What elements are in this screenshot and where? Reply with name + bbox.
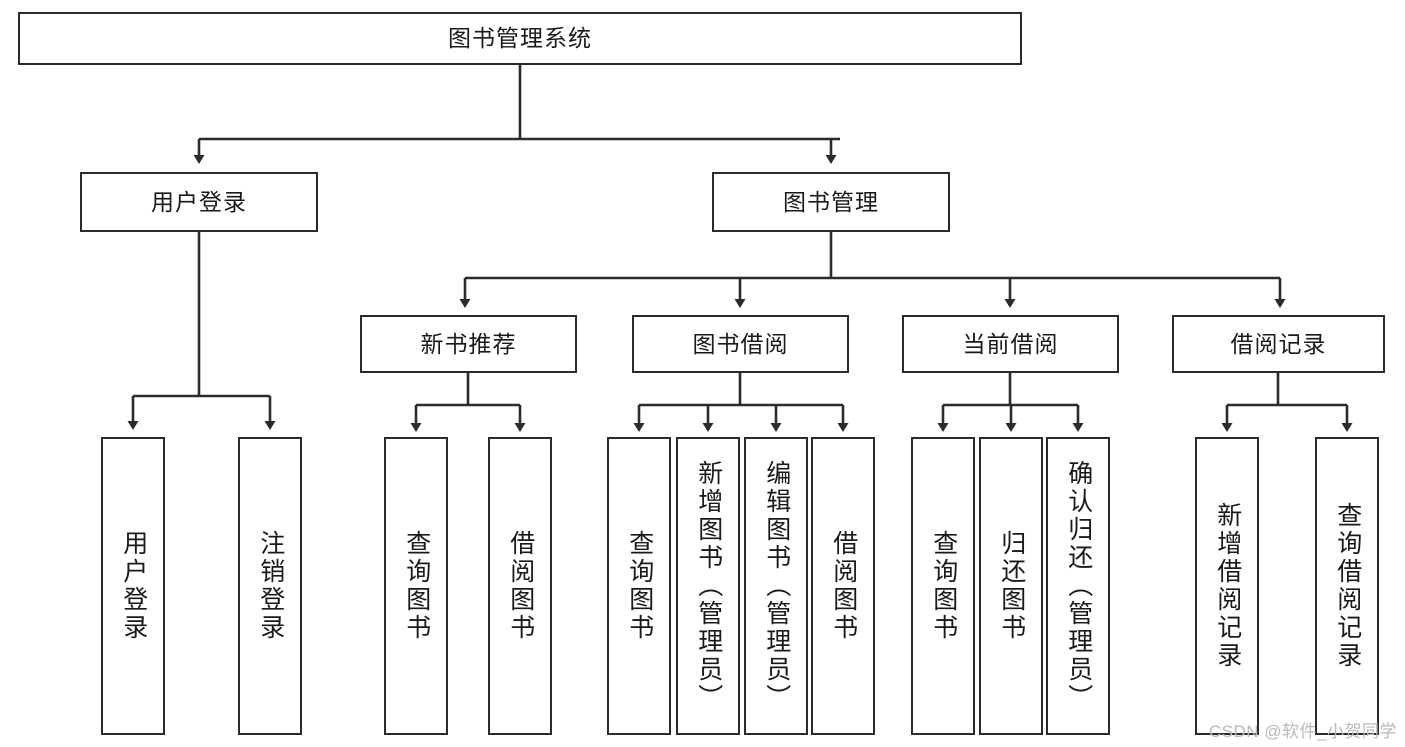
node-leaf-user-login[interactable]: 用户登录	[101, 437, 165, 735]
node-book-borrow-label: 图书借阅	[692, 330, 789, 357]
node-leaf-user-login-label: 用户登录	[119, 530, 148, 642]
node-leaf-confirm-return-label: 确认归还（管理员）	[1064, 460, 1093, 712]
node-leaf-add-record[interactable]: 新增借阅记录	[1195, 437, 1259, 735]
node-current-borrow-label: 当前借阅	[962, 330, 1059, 357]
node-leaf-query-record-label: 查询借阅记录	[1333, 502, 1362, 670]
node-borrow-record-label: 借阅记录	[1230, 330, 1327, 357]
node-leaf-query-book-2-label: 查询图书	[625, 530, 654, 642]
node-book-management[interactable]: 图书管理	[712, 172, 950, 232]
node-user-login-label: 用户登录	[151, 188, 247, 215]
node-current-borrow[interactable]: 当前借阅	[902, 315, 1119, 373]
node-leaf-logout-login[interactable]: 注销登录	[238, 437, 302, 735]
node-leaf-borrow-book-1-label: 借阅图书	[506, 530, 535, 642]
node-leaf-confirm-return[interactable]: 确认归还（管理员）	[1046, 437, 1110, 735]
node-book-borrow[interactable]: 图书借阅	[632, 315, 849, 373]
node-leaf-borrow-book-2[interactable]: 借阅图书	[811, 437, 875, 735]
node-leaf-return-book-label: 归还图书	[997, 530, 1026, 642]
node-leaf-add-record-label: 新增借阅记录	[1213, 502, 1242, 670]
node-leaf-borrow-book-2-label: 借阅图书	[829, 530, 858, 642]
node-leaf-edit-book[interactable]: 编辑图书（管理员）	[744, 437, 808, 735]
node-leaf-edit-book-label: 编辑图书（管理员）	[762, 460, 791, 712]
node-new-book-recommend[interactable]: 新书推荐	[360, 315, 577, 373]
node-leaf-query-book-3-label: 查询图书	[929, 530, 958, 642]
node-borrow-record[interactable]: 借阅记录	[1172, 315, 1385, 373]
node-new-book-recommend-label: 新书推荐	[420, 330, 517, 357]
node-leaf-query-book-1-label: 查询图书	[402, 530, 431, 642]
node-book-management-label: 图书管理	[783, 188, 879, 215]
node-leaf-borrow-book-1[interactable]: 借阅图书	[488, 437, 552, 735]
node-root-system[interactable]: 图书管理系统	[18, 12, 1022, 65]
node-leaf-query-book-2[interactable]: 查询图书	[607, 437, 671, 735]
node-leaf-query-book-1[interactable]: 查询图书	[384, 437, 448, 735]
watermark-text: CSDN @软件_小贺同学	[1208, 722, 1397, 741]
node-leaf-add-book-label: 新增图书（管理员）	[694, 460, 723, 712]
node-leaf-query-book-3[interactable]: 查询图书	[911, 437, 975, 735]
node-leaf-query-record[interactable]: 查询借阅记录	[1315, 437, 1379, 735]
node-root-system-label: 图书管理系统	[448, 25, 592, 52]
node-user-login[interactable]: 用户登录	[80, 172, 318, 232]
node-leaf-return-book[interactable]: 归还图书	[979, 437, 1043, 735]
node-leaf-add-book[interactable]: 新增图书（管理员）	[676, 437, 740, 735]
node-leaf-logout-login-label: 注销登录	[256, 530, 285, 642]
